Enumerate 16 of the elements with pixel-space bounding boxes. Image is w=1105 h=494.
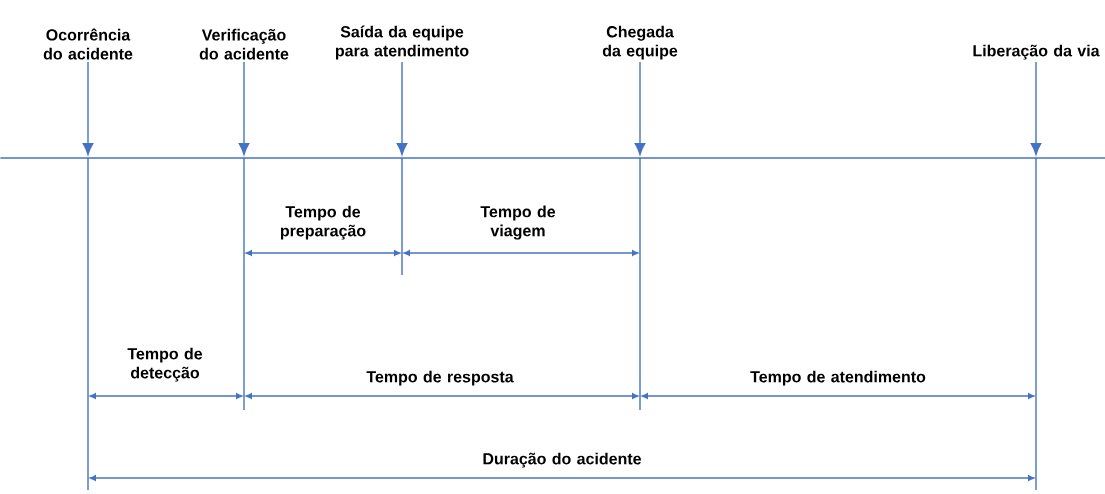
event-label: Saída da equipe para atendimento — [335, 25, 469, 60]
event-label: Liberação da via — [973, 44, 1100, 60]
arrow — [238, 61, 250, 156]
duration-label: Tempo de viagem — [480, 205, 556, 240]
duration-label: Tempo de atendimento — [750, 370, 926, 386]
event-label: Chegada da equipe — [602, 25, 678, 60]
arrow — [82, 61, 94, 156]
duration-label: Tempo de detecção — [127, 347, 203, 382]
duration-label: Tempo de preparação — [280, 205, 366, 240]
event-label: Verificação do acidente — [199, 28, 289, 60]
duration-label: Duração do acidente — [483, 452, 641, 468]
arrow — [634, 61, 646, 156]
arrow — [1030, 61, 1042, 156]
duration-label: Tempo de resposta — [366, 370, 514, 386]
event-label: Ocorrência do acidente — [43, 28, 133, 60]
arrow — [396, 61, 408, 156]
